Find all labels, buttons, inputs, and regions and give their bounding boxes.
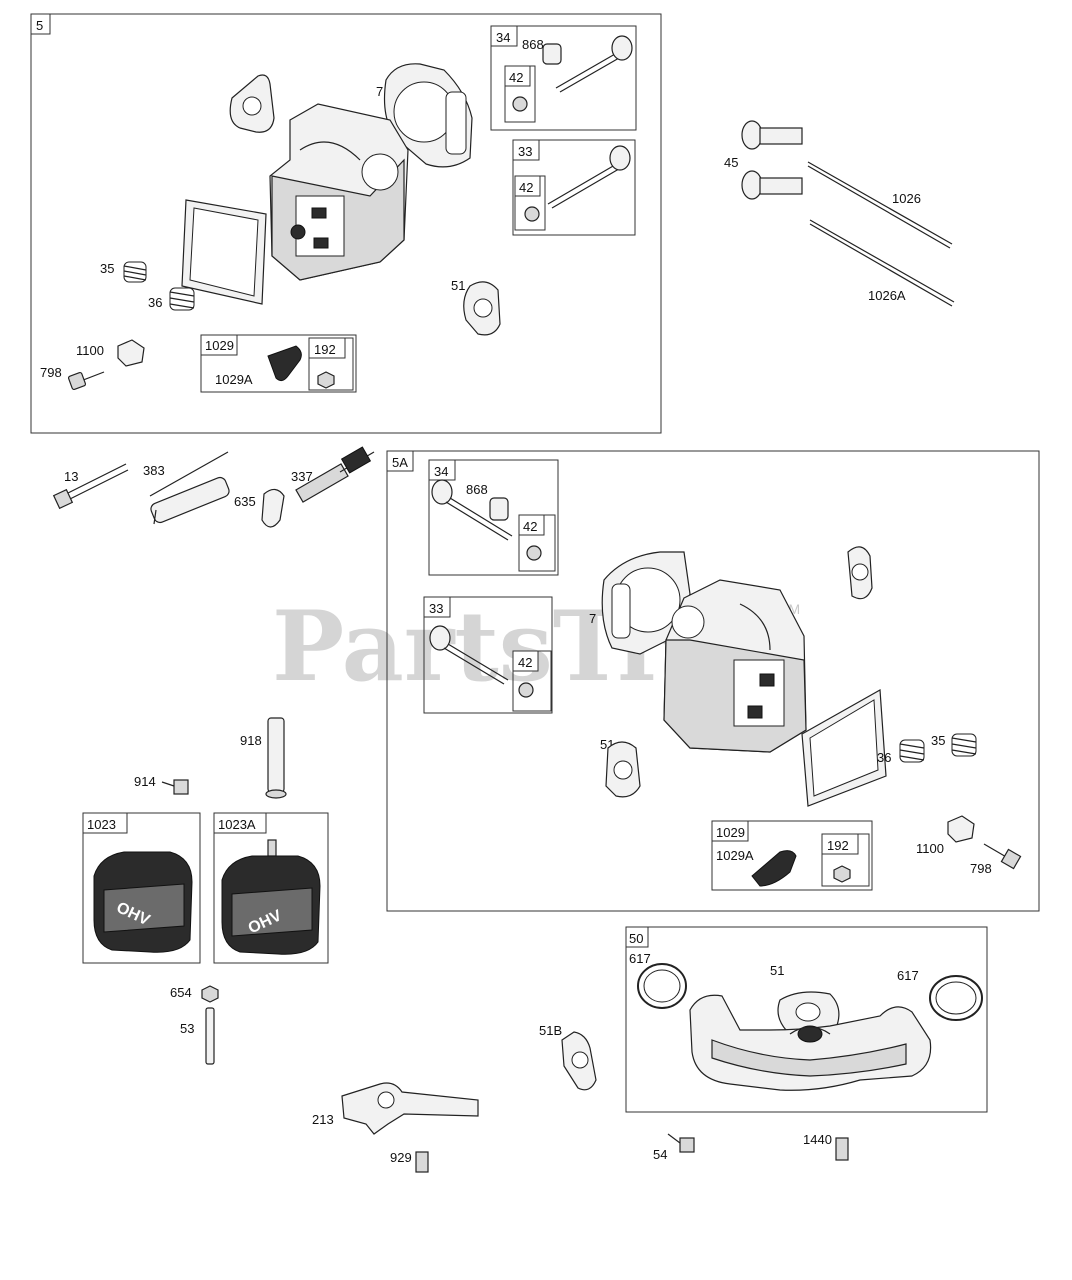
ring-617b [929, 975, 983, 1021]
group-42-label: 42 [509, 70, 523, 85]
group-5: 5 7 35 36 [30, 13, 662, 434]
valve-spring-35b [951, 733, 977, 757]
valve-seal-b [489, 497, 509, 521]
group-34b-label: 34 [434, 464, 448, 479]
valve-cover-1023: OHV [93, 851, 193, 953]
group-1023A: 1023A OHV [213, 812, 329, 964]
label-7b: 7 [589, 611, 596, 626]
label-35b: 35 [931, 733, 945, 748]
group-5A-label: 5A [392, 455, 408, 470]
label-51B: 51B [539, 1023, 562, 1038]
bolt-54 [667, 1133, 695, 1153]
label-35: 35 [100, 261, 114, 276]
valve-set-45 [741, 120, 803, 200]
group-192-label: 192 [314, 342, 336, 357]
label-1440: 1440 [803, 1132, 832, 1147]
bolt-798 [67, 371, 105, 391]
intake-valve-b [429, 625, 509, 685]
tube-918 [265, 717, 287, 799]
valve-seal [542, 43, 562, 65]
label-13: 13 [64, 469, 78, 484]
label-1026: 1026 [892, 191, 921, 206]
label-54: 54 [653, 1147, 667, 1162]
bolt-1440 [835, 1137, 849, 1161]
label-383: 383 [143, 463, 165, 478]
exhaust-valve-b [431, 479, 513, 541]
push-rod-1026 [807, 161, 953, 249]
valve-spring-36 [169, 287, 195, 311]
label-1029A: 1029A [215, 372, 253, 387]
label-868: 868 [522, 37, 544, 52]
bracket-213 [341, 1082, 479, 1135]
group-50: 50 617 51 617 [625, 926, 988, 1113]
screw-914 [161, 779, 189, 795]
label-1100b: 1100 [916, 841, 944, 856]
spark-plug-boot [261, 488, 285, 528]
rocker-arm [267, 345, 302, 382]
group-33-label: 33 [518, 144, 532, 159]
push-rod-1026A [809, 219, 955, 307]
label-918: 918 [240, 733, 262, 748]
nut-654 [201, 985, 219, 1003]
group-1023: 1023 OHV [82, 812, 201, 964]
group-1029-label: 1029 [205, 338, 234, 353]
label-213: 213 [312, 1112, 334, 1127]
label-798: 798 [40, 365, 62, 380]
group-1029b-label: 1029 [716, 825, 745, 840]
bolt-13 [52, 463, 129, 510]
label-654: 654 [170, 985, 192, 1000]
label-1100: 1100 [76, 343, 104, 358]
label-929: 929 [390, 1150, 412, 1165]
bolt-798b [983, 843, 1022, 870]
group-42d-label: 42 [518, 655, 532, 670]
label-36: 36 [148, 295, 162, 310]
exhaust-valve [555, 35, 633, 93]
label-1029Ab: 1029A [716, 848, 754, 863]
label-51c: 51 [770, 963, 784, 978]
rocker-stud-guide-b [947, 815, 975, 843]
label-798b: 798 [970, 861, 992, 876]
intake-manifold [689, 994, 932, 1091]
label-868b: 868 [466, 482, 488, 497]
label-617b: 617 [897, 968, 919, 983]
valve-spring-36b [899, 739, 925, 763]
breather-tube-383 [149, 451, 230, 525]
group-34-label: 34 [496, 30, 510, 45]
label-635: 635 [234, 494, 256, 509]
rocker-stud-guide [117, 339, 145, 367]
cylinder-head [269, 103, 409, 281]
group-42c-label: 42 [523, 519, 537, 534]
group-192b-label: 192 [827, 838, 849, 853]
group-50-label: 50 [629, 931, 643, 946]
label-914: 914 [134, 774, 156, 789]
group-42b-label: 42 [519, 180, 533, 195]
label-1026A: 1026A [868, 288, 906, 303]
group-5-label: 5 [36, 18, 43, 33]
head-gasket-b [601, 551, 691, 655]
group-33b-label: 33 [429, 601, 443, 616]
bolt-929 [415, 1151, 429, 1173]
spark-plug-337 [295, 446, 375, 503]
valve-cover-1023A: OHV [221, 839, 321, 955]
intake-valve [547, 145, 631, 209]
label-36b: 36 [877, 750, 891, 765]
group-5A: 5A 34 868 42 33 42 7 [386, 450, 1040, 912]
label-53: 53 [180, 1021, 194, 1036]
ring-617a [637, 963, 687, 1009]
label-7: 7 [376, 84, 383, 99]
valve-spring-35 [123, 261, 147, 283]
group-1023A-label: 1023A [218, 817, 256, 832]
cylinder-head-b [663, 579, 807, 753]
label-51: 51 [451, 278, 465, 293]
group-1023-label: 1023 [87, 817, 116, 832]
label-45: 45 [724, 155, 738, 170]
stud-53 [205, 1007, 215, 1065]
label-337: 337 [291, 469, 313, 484]
rocker-arm-b [751, 850, 797, 887]
label-617a: 617 [629, 951, 651, 966]
